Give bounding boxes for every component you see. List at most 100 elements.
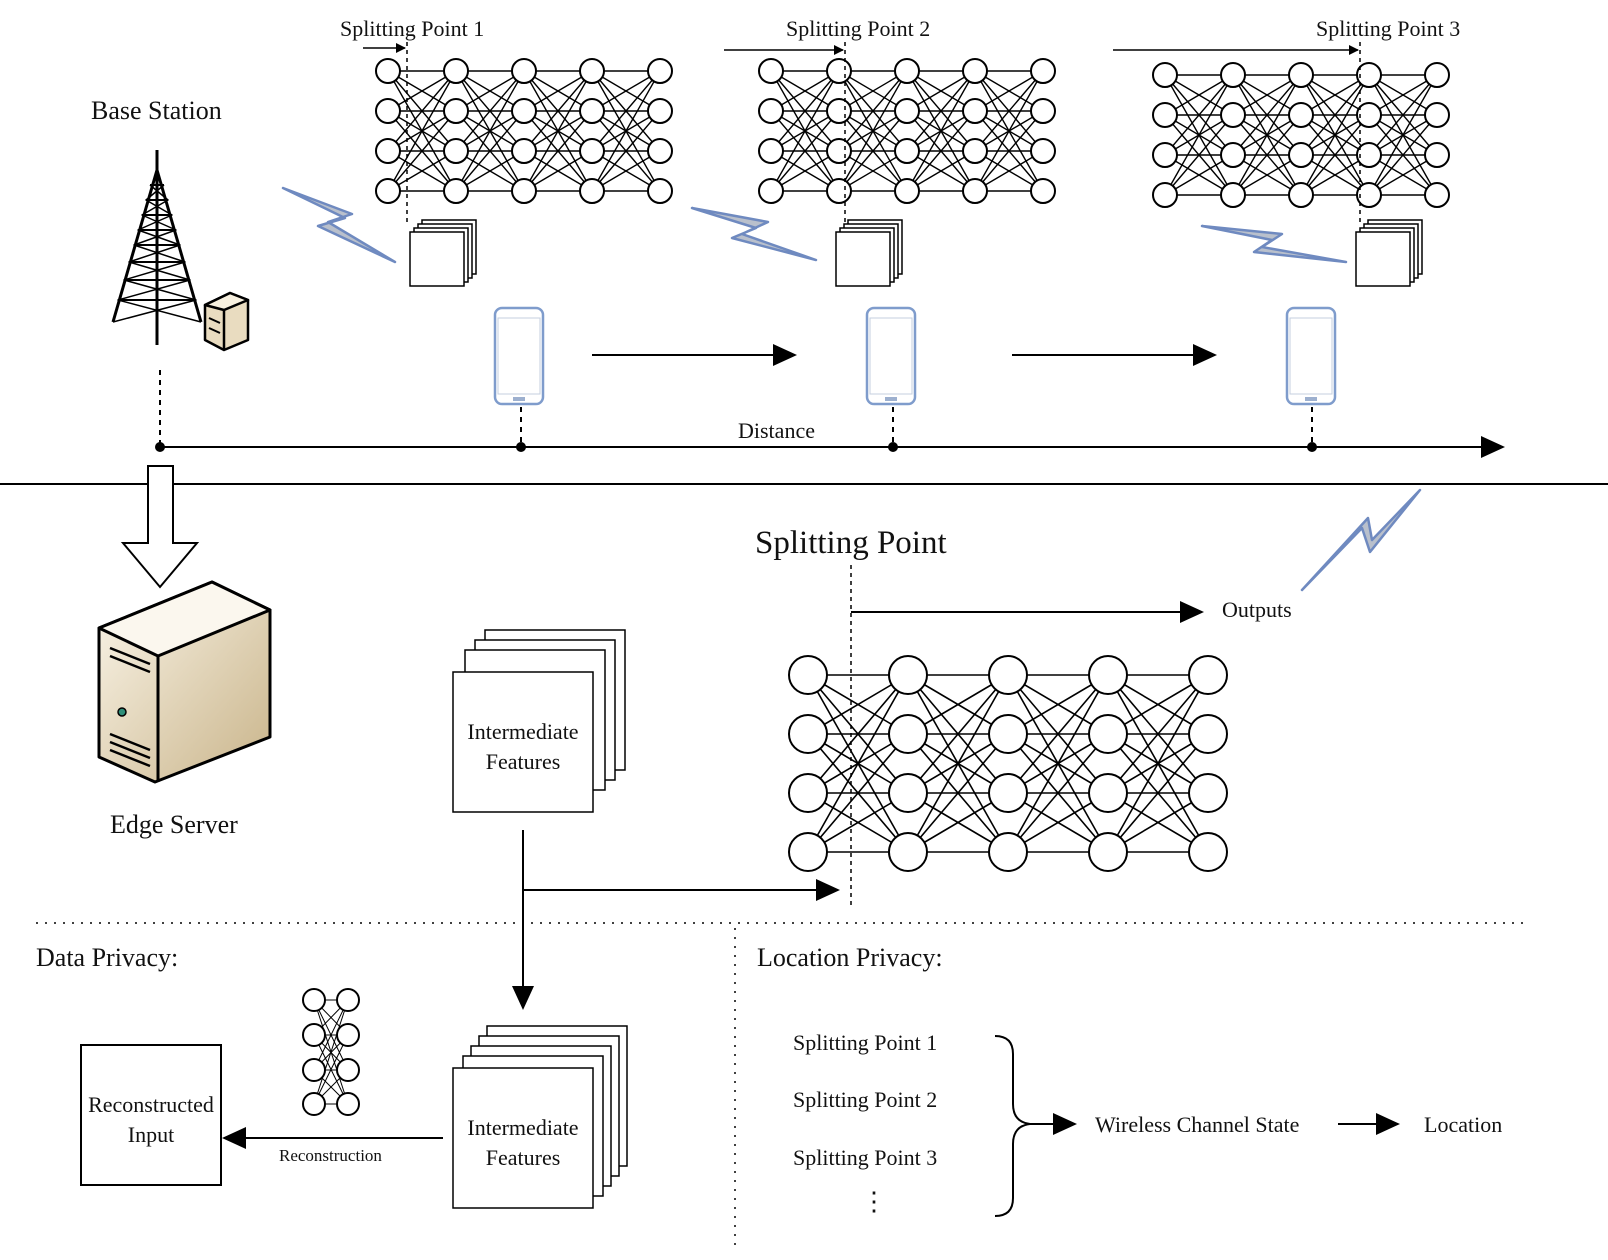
network-edge: [313, 999, 349, 1105]
network-node: [302, 1058, 326, 1082]
network-node: [1220, 182, 1246, 208]
network-node: [1288, 102, 1314, 128]
network-node: [788, 714, 828, 754]
network-node: [511, 98, 537, 124]
lp-splitting-point-1: Splitting Point 1: [793, 1030, 938, 1055]
network-node: [302, 1092, 326, 1116]
network-node: [1220, 102, 1246, 128]
network-edge: [1164, 154, 1234, 196]
network-node: [647, 178, 673, 204]
network-edge: [1164, 74, 1234, 116]
reconstruction-label: Reconstruction: [279, 1146, 382, 1165]
network-edge: [1368, 74, 1438, 156]
splitting-point-3-label: Splitting Point 3: [1316, 16, 1461, 41]
network-edge: [523, 70, 593, 192]
distance-label: Distance: [738, 418, 815, 443]
reconstructed-input-line-1: Reconstructed: [88, 1092, 214, 1117]
lp-splitting-point-2: Splitting Point 2: [793, 1087, 938, 1112]
network-edge: [1007, 733, 1109, 853]
network-edge: [1232, 74, 1302, 196]
network-node: [511, 138, 537, 164]
network-node: [1088, 714, 1128, 754]
network-edge: [1232, 74, 1302, 116]
network-node: [579, 58, 605, 84]
network-edge: [523, 70, 593, 112]
location-label: Location: [1424, 1112, 1503, 1137]
network-edge: [838, 110, 908, 192]
network-edge: [523, 150, 593, 192]
network-edge: [1368, 74, 1438, 116]
intermediate-features-line-1: Intermediate: [467, 719, 579, 744]
network-node: [1288, 182, 1314, 208]
network-edge: [387, 70, 457, 152]
network-node: [758, 138, 784, 164]
network-node: [1030, 98, 1056, 124]
network-node: [511, 178, 537, 204]
network-node: [894, 138, 920, 164]
network-node: [894, 178, 920, 204]
network-edge: [1232, 114, 1302, 196]
distance-points: [155, 442, 1317, 452]
network-edge: [387, 70, 457, 192]
network-node: [1188, 655, 1228, 695]
network-edge: [770, 70, 840, 152]
network-edge: [1007, 674, 1109, 794]
phone-icon: [865, 306, 917, 406]
network-node: [1356, 142, 1382, 168]
network-edge: [770, 110, 840, 192]
network-edge: [591, 70, 661, 152]
lightning-icon: [1200, 224, 1348, 264]
reconstructed-input-box: [80, 1044, 222, 1186]
network-node: [988, 773, 1028, 813]
network-edge: [838, 70, 908, 152]
network-node: [647, 98, 673, 124]
network-edge: [455, 150, 525, 192]
network-edge: [974, 70, 1044, 152]
distance-drops: [159, 370, 1313, 447]
network-edge: [387, 110, 457, 192]
network-node: [375, 98, 401, 124]
location-privacy-title: Location Privacy:: [757, 943, 943, 972]
network-edge: [523, 110, 593, 192]
network-node: [302, 1023, 326, 1047]
network-edge: [807, 733, 909, 853]
edge-server-icon: [97, 580, 272, 784]
network-node: [1424, 182, 1450, 208]
network-edge: [1300, 74, 1370, 156]
network-edge: [907, 733, 1009, 853]
network-node: [962, 178, 988, 204]
network-edge: [591, 70, 661, 112]
network-edge: [906, 110, 976, 192]
network-node: [988, 832, 1028, 872]
network-node: [826, 178, 852, 204]
reconstructed-input-label: Reconstructed Input: [76, 1090, 226, 1150]
network-edge: [1107, 733, 1209, 853]
network-edge: [1107, 674, 1209, 794]
network-node: [336, 1092, 360, 1116]
small-server-icon: [203, 291, 250, 352]
network-edge: [1300, 114, 1370, 196]
lp-splitting-point-3: Splitting Point 3: [793, 1145, 938, 1170]
base-station-label: Base Station: [91, 96, 222, 125]
network-node: [336, 1023, 360, 1047]
network-node: [988, 655, 1028, 695]
intermediate-features-2-line-2: Features: [485, 1145, 561, 1170]
network-node: [1188, 773, 1228, 813]
network-node: [1152, 62, 1178, 88]
splitting-point-2-label: Splitting Point 2: [786, 16, 931, 41]
network-edge: [1164, 114, 1234, 196]
network-node: [1030, 178, 1056, 204]
network-node: [511, 58, 537, 84]
network-edge: [838, 150, 908, 192]
network-edge: [907, 674, 1009, 853]
network-edge: [1107, 674, 1209, 853]
network-edge: [838, 70, 908, 192]
network-node: [1288, 62, 1314, 88]
network-edge: [455, 110, 525, 192]
network-node: [888, 832, 928, 872]
network-edge: [1232, 74, 1302, 156]
network-node: [1088, 655, 1128, 695]
network-node: [758, 98, 784, 124]
network-edge: [387, 150, 457, 192]
network-node: [758, 58, 784, 84]
